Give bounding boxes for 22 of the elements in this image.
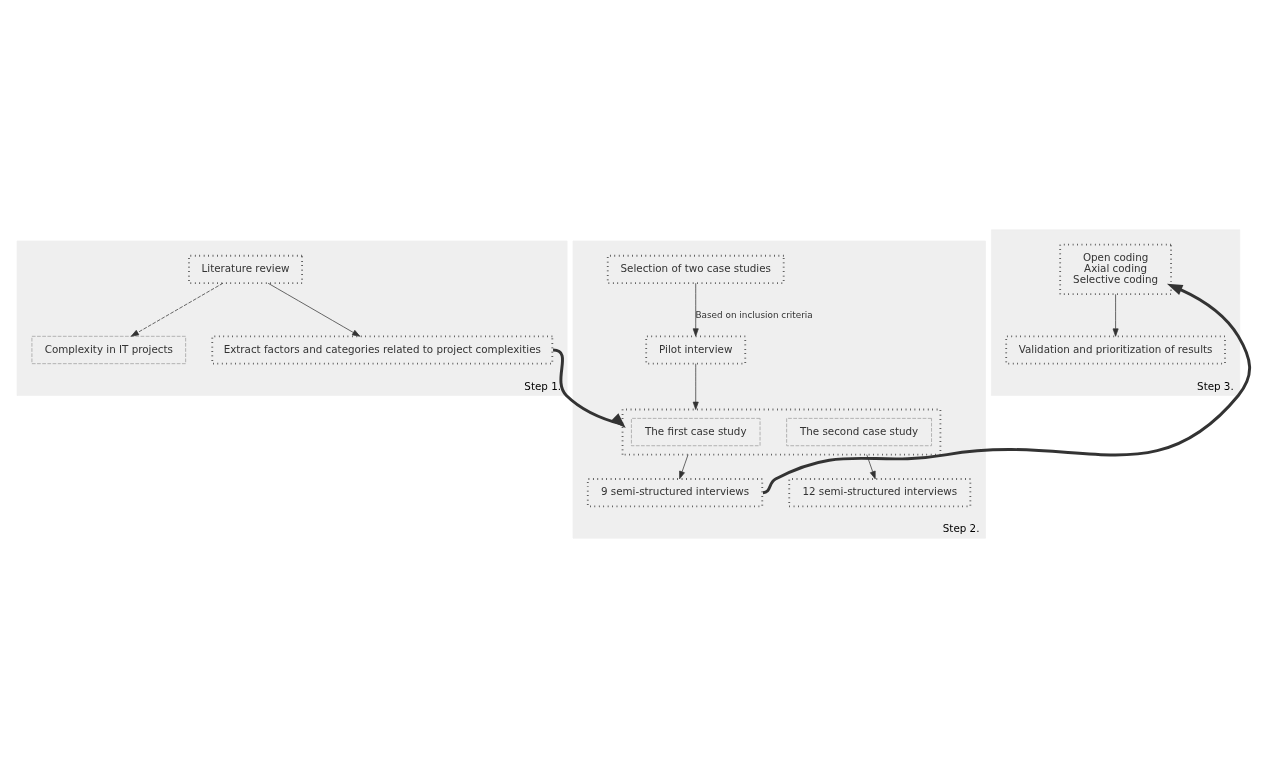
edge-label: Based on inclusion criteria [695, 309, 813, 320]
arrow [692, 282, 699, 337]
arrow [762, 283, 1252, 494]
cluster [621, 408, 942, 456]
node-box: Literature review [188, 254, 303, 284]
node-box: Complexity in IT projects [31, 335, 187, 364]
node-box: Extract factors and categories related to project complexities [211, 334, 554, 365]
node-box: Selection of two case studies [606, 254, 785, 284]
arrow [130, 282, 224, 337]
arrow [866, 453, 876, 479]
node-box: Validation and prioritization of results [1005, 334, 1226, 365]
node-box: 9 semi-structured interviews [586, 477, 764, 507]
node-box: The second case study [786, 417, 932, 446]
node-box: Open coding Axial coding Selective coding [1059, 243, 1172, 295]
arrow [692, 362, 699, 410]
arrow [552, 348, 626, 428]
node-box: Pilot interview [645, 334, 747, 365]
node-box: 12 semi-structured interviews [788, 477, 972, 507]
arrow [267, 282, 361, 337]
node-box: The first case study [630, 417, 761, 446]
arrow [1112, 293, 1119, 337]
arrow [679, 453, 689, 479]
